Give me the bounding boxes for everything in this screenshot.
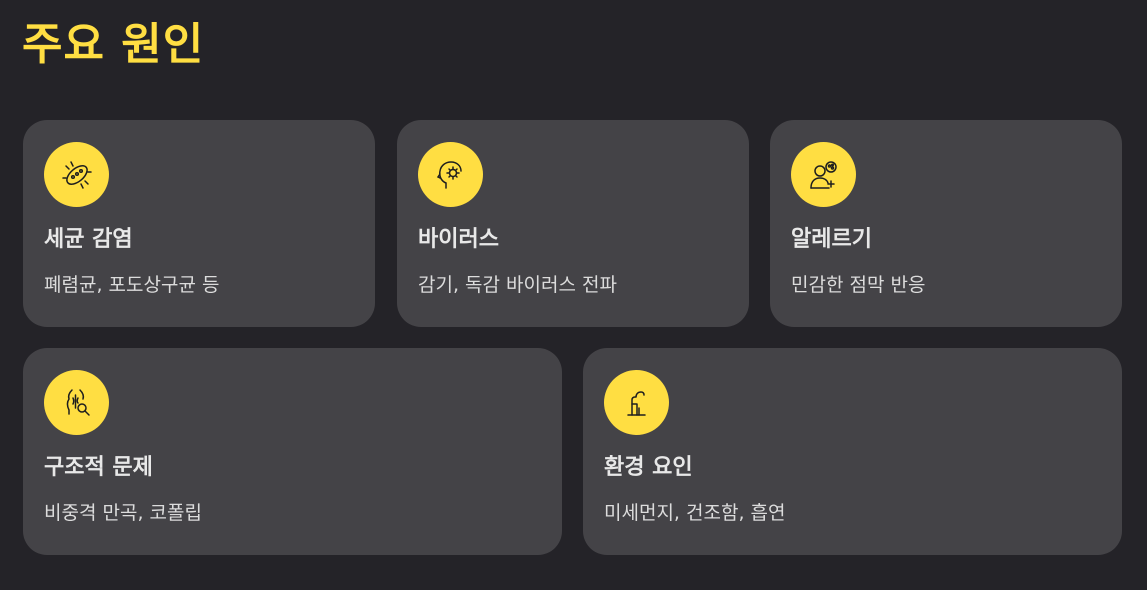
card-description: 비중격 만곡, 코폴립 [44, 502, 202, 524]
allergy-person-icon [791, 142, 856, 207]
card-description: 미세먼지, 건조함, 흡연 [604, 502, 786, 524]
card-title: 바이러스 [418, 227, 499, 252]
card-title: 세균 감염 [44, 227, 133, 252]
card-title: 환경 요인 [604, 455, 693, 480]
card-description: 민감한 점막 반응 [791, 274, 926, 296]
cause-card-bacteria: 세균 감염 폐렴균, 포도상구균 등 [23, 120, 375, 327]
factory-smoke-icon [604, 370, 669, 435]
card-title: 알레르기 [791, 227, 872, 252]
card-title: 구조적 문제 [44, 455, 153, 480]
virus-head-icon [418, 142, 483, 207]
page-title: 주요 원인 [22, 19, 205, 70]
cause-card-environment: 환경 요인 미세먼지, 건조함, 흡연 [583, 348, 1122, 555]
cause-card-structural: 구조적 문제 비중격 만곡, 코폴립 [23, 348, 562, 555]
bacteria-icon [44, 142, 109, 207]
card-description: 폐렴균, 포도상구균 등 [44, 274, 220, 296]
nasal-anatomy-icon [44, 370, 109, 435]
cause-card-allergy: 알레르기 민감한 점막 반응 [770, 120, 1122, 327]
cause-card-virus: 바이러스 감기, 독감 바이러스 전파 [397, 120, 749, 327]
card-description: 감기, 독감 바이러스 전파 [418, 274, 617, 296]
